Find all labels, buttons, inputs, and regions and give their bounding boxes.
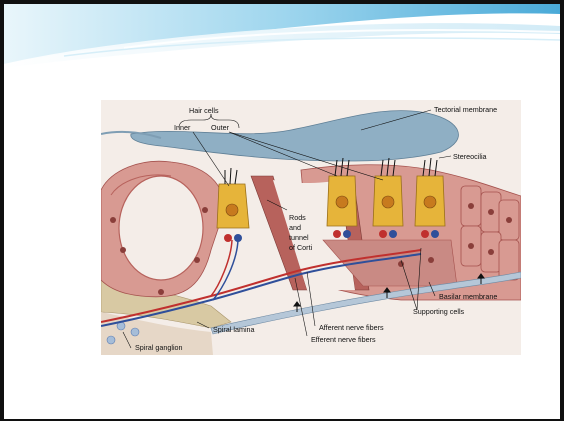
label-and: and	[289, 223, 301, 232]
hensen-cells	[461, 186, 519, 280]
cell-nucleus	[202, 207, 208, 213]
cell-nucleus	[110, 217, 116, 223]
decorative-wave-banner	[4, 4, 560, 68]
label-spiral-ganglion: Spiral ganglion	[135, 343, 183, 352]
inner-sulcus	[119, 176, 203, 280]
label-inner: Inner	[174, 123, 191, 132]
label-tectorial-membrane: Tectorial membrane	[434, 105, 497, 114]
label-outer: Outer	[211, 123, 230, 132]
organ-of-corti-diagram: Hair cells Inner Outer Tectorial membran…	[101, 100, 521, 355]
slide-border-right	[560, 0, 564, 421]
label-efferent-nerve-fibers: Efferent nerve fibers	[311, 335, 376, 344]
label-afferent-nerve-fibers: Afferent nerve fibers	[319, 323, 384, 332]
cell-nucleus	[120, 247, 126, 253]
label-stereocilia: Stereocilia	[453, 152, 487, 161]
label-of-corti: of Corti	[289, 243, 313, 252]
ganglion-cell	[131, 328, 139, 336]
label-hair-cells: Hair cells	[189, 106, 219, 115]
label-spiral-lamina: Spiral lamina	[213, 325, 255, 334]
cell-nucleus	[158, 289, 164, 295]
label-supporting-cells: Supporting cells	[413, 307, 465, 316]
label-basilar-membrane: Basilar membrane	[439, 292, 497, 301]
ganglion-cell	[107, 336, 115, 344]
label-tunnel: tunnel	[289, 233, 309, 242]
cell-nucleus	[194, 257, 200, 263]
label-rods: Rods	[289, 213, 306, 222]
